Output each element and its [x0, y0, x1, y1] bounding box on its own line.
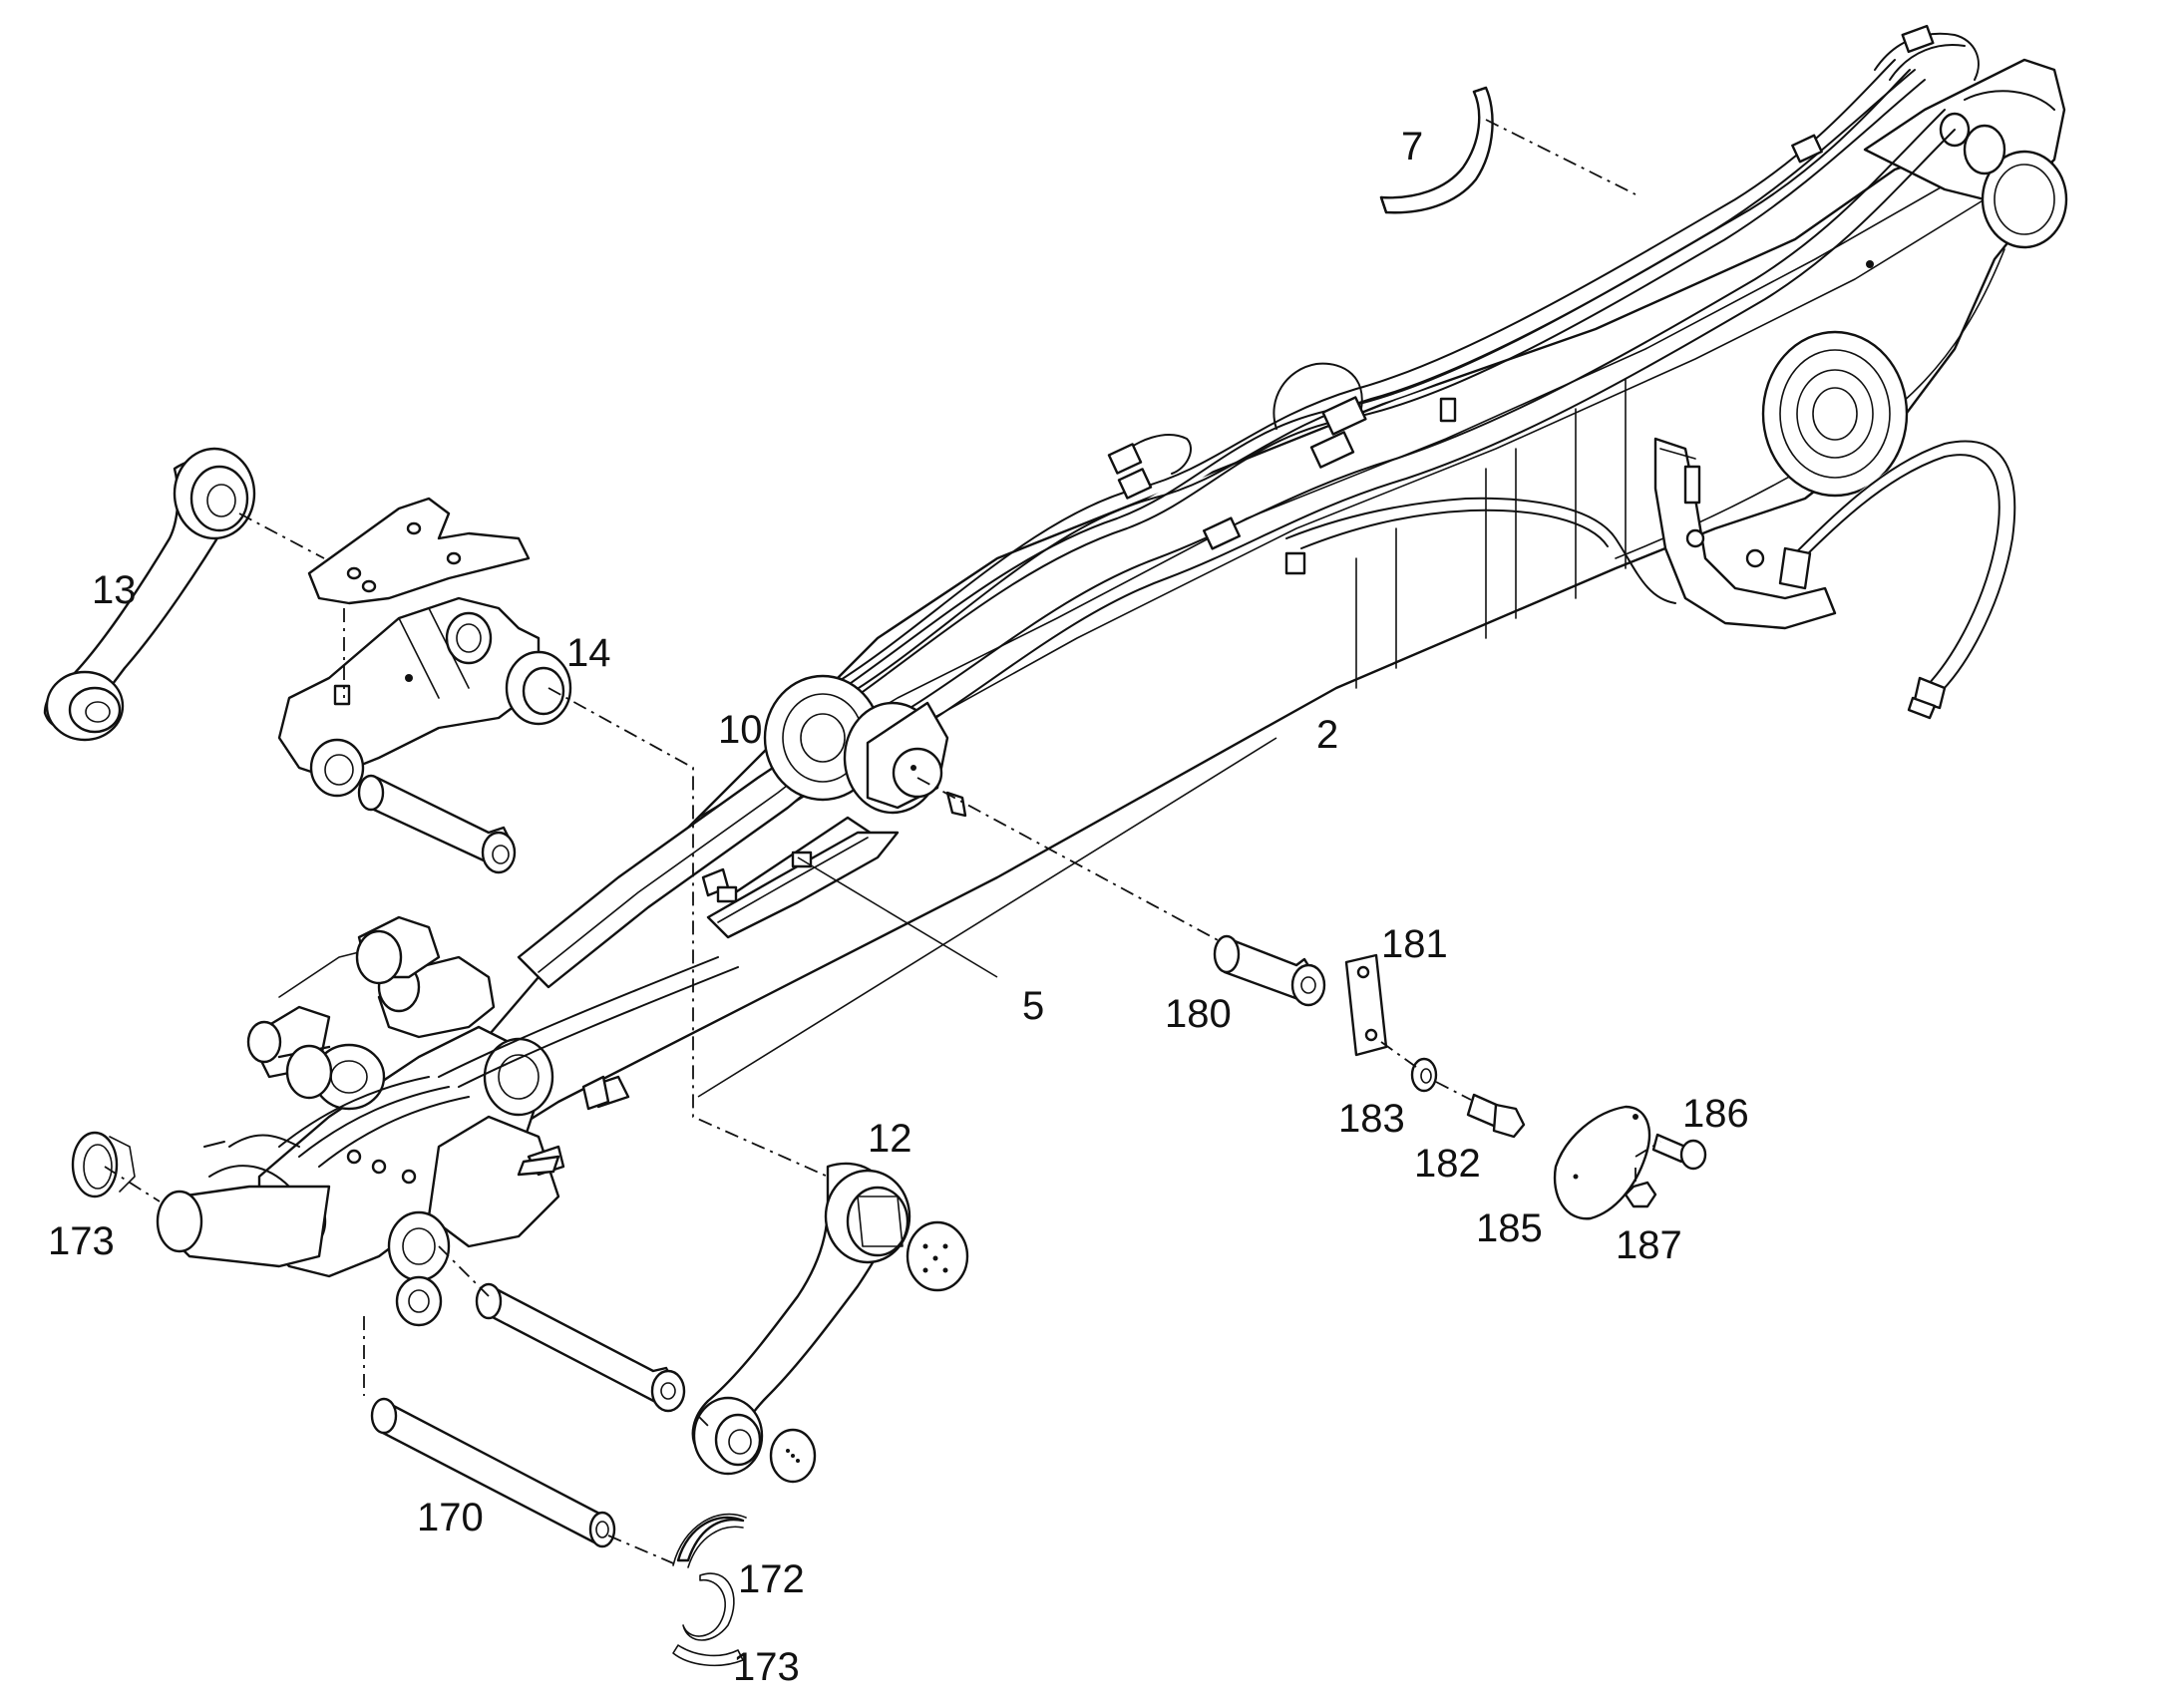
hose-clamps [1107, 24, 1935, 575]
snap-ring-173-lower [672, 1572, 744, 1667]
callout-173-left: 173 [48, 1219, 115, 1263]
solid-leaders [697, 737, 1277, 1098]
boom-foot-boss [1761, 330, 1909, 498]
cover-plate-185 [1553, 1105, 1651, 1220]
bracket-14 [277, 596, 572, 798]
callout-2: 2 [1316, 713, 1338, 757]
curved-plate-7 [1379, 86, 1494, 214]
link-13 [43, 447, 256, 742]
callout-13: 13 [92, 568, 137, 612]
callout-14: 14 [566, 631, 611, 675]
bracket-right [1653, 437, 1837, 630]
bolt-182 [1466, 1093, 1526, 1139]
callout-183: 183 [1338, 1097, 1405, 1141]
cover-10 [866, 701, 967, 818]
callout-7: 7 [1401, 125, 1423, 169]
callout-186: 186 [1682, 1092, 1749, 1136]
boom-main-body [437, 128, 2056, 1139]
callout-12: 12 [868, 1117, 912, 1161]
callout-185: 185 [1476, 1206, 1543, 1250]
callout-181: 181 [1381, 922, 1448, 966]
hose-bundle-foot [203, 956, 739, 1188]
nut-187 [1624, 1181, 1657, 1208]
snap-ring-173-left [71, 1131, 136, 1198]
pin-170 [370, 1397, 616, 1548]
pin-long-mid [475, 1282, 686, 1413]
hose-tray-5 [706, 831, 900, 939]
callout-5: 5 [1022, 984, 1044, 1028]
washer-183 [1410, 1057, 1438, 1093]
pin-180 [1213, 934, 1326, 1007]
callout-170: 170 [417, 1496, 484, 1539]
pin-14 [357, 774, 517, 874]
cover-disc-12 [906, 1220, 969, 1292]
plate-181 [1344, 953, 1388, 1057]
cover-disc-lower [769, 1428, 817, 1484]
hose-right [1778, 440, 2016, 720]
bolt-186 [1651, 1133, 1707, 1171]
link-12 [691, 1162, 911, 1476]
cover-plate-14 [307, 497, 531, 605]
callout-187: 187 [1616, 1223, 1682, 1267]
callout-10: 10 [718, 708, 763, 752]
snap-ring-172 [672, 1513, 747, 1568]
callout-180: 180 [1165, 992, 1232, 1036]
callout-182: 182 [1414, 1142, 1481, 1186]
leader-lines [104, 119, 1661, 1566]
callout-172: 172 [738, 1557, 805, 1601]
callout-173-bottom: 173 [733, 1645, 800, 1689]
callout-labels: 2 5 7 10 12 13 14 170 172 173 173 180 18… [48, 125, 1749, 1689]
